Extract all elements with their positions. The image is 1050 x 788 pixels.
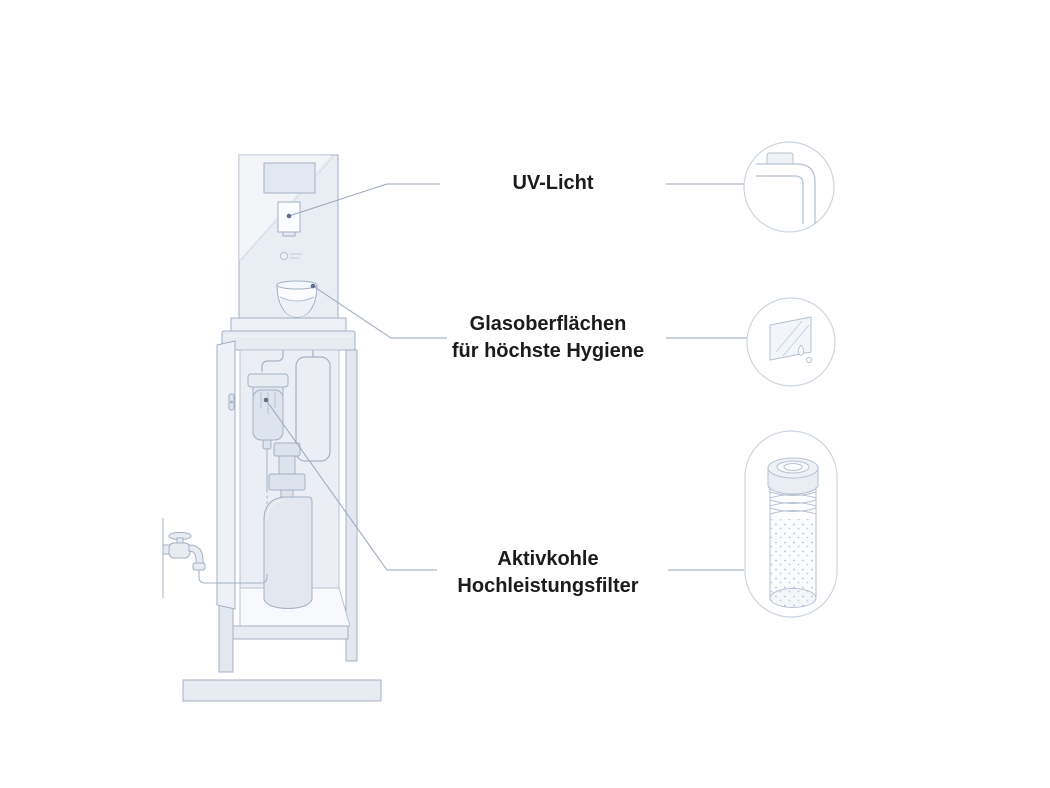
label-line: Glasoberflächen	[469, 313, 627, 335]
label-line: für höchste Hygiene	[451, 340, 645, 362]
label-glasoberflaechen: Glasoberflächen für höchste Hygiene	[428, 311, 668, 365]
pipe-loop	[261, 350, 331, 462]
filter-leader-line	[263, 397, 744, 571]
co2-bottle	[263, 442, 313, 609]
water-glass	[276, 280, 318, 318]
leader-lines	[263, 183, 747, 571]
base-plate	[182, 679, 382, 702]
label-line: Aktivkohle	[497, 548, 599, 570]
shelf	[232, 625, 349, 640]
brand-logo-icon	[279, 251, 303, 261]
glass-anchor-dot	[310, 283, 316, 289]
supply-hose	[198, 570, 268, 584]
label-line: UV-Licht	[512, 172, 594, 194]
cabinet-door	[216, 340, 236, 610]
uv-outlet-pipe-icon	[743, 141, 835, 233]
uv-dispense-outlet	[277, 201, 301, 237]
counter-top	[221, 317, 356, 351]
label-uv-licht: UV-Licht	[440, 170, 666, 197]
water-tap	[162, 518, 268, 598]
label-line: Hochleistungsfilter	[457, 575, 639, 597]
carbon-filter-cartridge	[247, 373, 289, 574]
filter-anchor-dot	[263, 397, 269, 403]
dispenser-tower	[238, 154, 339, 321]
carbon-filter-cartridge-icon	[744, 430, 838, 618]
glass-leader-line	[310, 283, 747, 339]
uv-leader-line	[286, 183, 744, 219]
label-aktivkohle-filter: Aktivkohle Hochleistungsfilter	[428, 546, 668, 600]
glass-pane-drops-icon	[746, 297, 836, 387]
uv-anchor-dot	[286, 213, 292, 219]
display-panel	[263, 162, 316, 194]
